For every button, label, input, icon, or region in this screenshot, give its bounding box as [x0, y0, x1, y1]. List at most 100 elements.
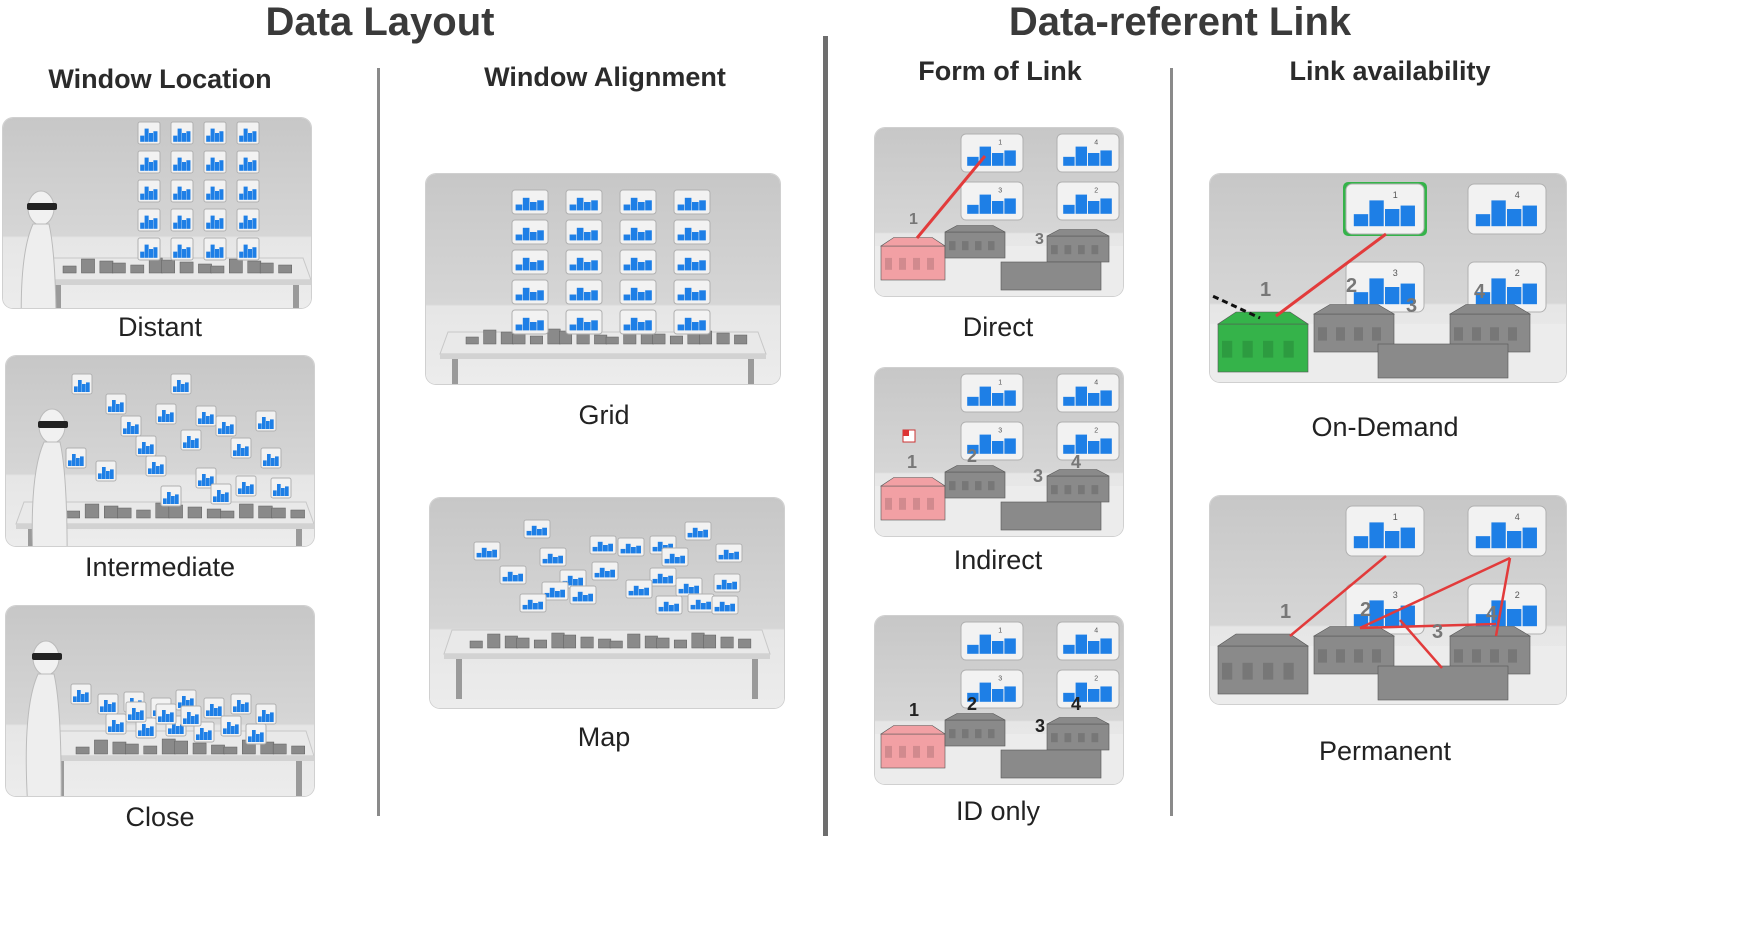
building-window — [949, 481, 956, 491]
chart-bar — [967, 692, 979, 702]
building-window — [949, 241, 956, 251]
chart-bar — [1522, 283, 1537, 305]
divider-main — [823, 36, 828, 836]
chart-bar — [1004, 638, 1016, 654]
chart-bar — [967, 396, 979, 406]
referent-building-1-roof — [1217, 311, 1309, 325]
chart-bar — [518, 573, 523, 582]
building-window — [1490, 327, 1499, 341]
city-block — [533, 639, 547, 649]
city-block — [483, 329, 497, 345]
chart-bar — [181, 384, 185, 392]
building-window — [1051, 245, 1058, 255]
chart-id-label: 3 — [998, 676, 1002, 683]
scene-grid — [439, 189, 767, 384]
headset-icon — [27, 203, 57, 210]
chart-bar — [979, 634, 992, 654]
chart-bar — [577, 591, 583, 602]
caption-id-only: ID only — [955, 796, 1041, 826]
chart-bar — [716, 584, 722, 590]
chart-bar — [153, 247, 158, 258]
chart-bar — [652, 546, 658, 552]
building-window — [885, 497, 892, 510]
chart-bar — [186, 160, 191, 171]
chart-bar — [1063, 156, 1075, 166]
chart-bar — [73, 696, 77, 702]
building-window — [899, 745, 906, 758]
gaze-arrow — [1210, 293, 1261, 320]
chart-bar — [537, 200, 544, 211]
chart-bar — [515, 294, 523, 301]
chart-bar — [684, 197, 692, 211]
chart-bar — [98, 473, 102, 479]
chart-bar — [138, 730, 142, 736]
chart-bar — [576, 227, 584, 241]
building-window — [1318, 327, 1327, 341]
chart-bar — [266, 421, 270, 429]
chart-bar — [241, 448, 245, 456]
headset-icon — [32, 653, 62, 660]
chart-bar — [578, 577, 583, 586]
chart-bar — [584, 292, 591, 301]
chart-bar — [233, 706, 237, 712]
chart-bar — [677, 204, 685, 211]
chart-bar — [175, 494, 179, 504]
chart-bar — [699, 320, 706, 331]
chart-bar — [992, 153, 1004, 166]
section-title-data-referent-link: Data-referent Link — [1008, 0, 1352, 44]
chart-bar — [239, 251, 244, 258]
scene-distant — [20, 121, 311, 308]
chart-bar — [1400, 605, 1415, 627]
chart-bar — [699, 200, 706, 211]
chart-bar — [492, 549, 497, 558]
caption-distant: Distant — [117, 312, 203, 342]
chart-bar — [182, 220, 187, 229]
building-window — [1283, 340, 1294, 358]
chart-bar — [215, 249, 220, 258]
chart-bar — [173, 193, 178, 200]
chart-bar — [149, 133, 154, 142]
chart-bar — [135, 424, 139, 434]
chart-bar — [538, 601, 543, 610]
chart-bar — [173, 386, 177, 392]
chart-bar — [140, 164, 145, 171]
building-window — [1078, 245, 1085, 255]
referent-building-4-roof — [1046, 717, 1110, 725]
referent-id-label: 4 — [1071, 694, 1081, 714]
chart-bar — [591, 200, 598, 211]
chart-bar — [219, 131, 224, 142]
chart-bar — [158, 416, 162, 422]
chart-bar — [183, 442, 187, 448]
city-block — [229, 258, 243, 274]
chart-bar — [725, 605, 730, 612]
chart-bar — [623, 294, 631, 301]
chart-bar — [248, 249, 253, 258]
chart-bar — [678, 588, 684, 594]
chart-bar — [992, 441, 1004, 454]
chart-bar — [243, 215, 248, 229]
chart-bar — [202, 474, 206, 486]
building-window — [885, 257, 892, 270]
chart-bar — [703, 529, 708, 538]
chart-bar — [178, 702, 182, 708]
chart-id-label: 3 — [1393, 590, 1398, 600]
referent-building-1 — [1217, 323, 1309, 373]
chart-bar — [177, 380, 181, 392]
city-block — [529, 335, 543, 345]
chart-bar — [182, 162, 187, 171]
chart-bar — [112, 720, 116, 732]
referent-building-1-roof — [880, 237, 946, 247]
caption-grid: Grid — [578, 400, 630, 430]
chart-bar — [522, 317, 530, 331]
referent-id-label: 3 — [1406, 295, 1417, 317]
city-block — [192, 742, 207, 755]
building-window — [1091, 485, 1099, 495]
avatar-body — [25, 673, 62, 796]
chart-bar — [979, 386, 992, 406]
chart-bar — [128, 714, 132, 720]
chart-bar — [992, 689, 1004, 702]
chart-bar — [210, 414, 214, 424]
chart-bar — [730, 603, 735, 612]
